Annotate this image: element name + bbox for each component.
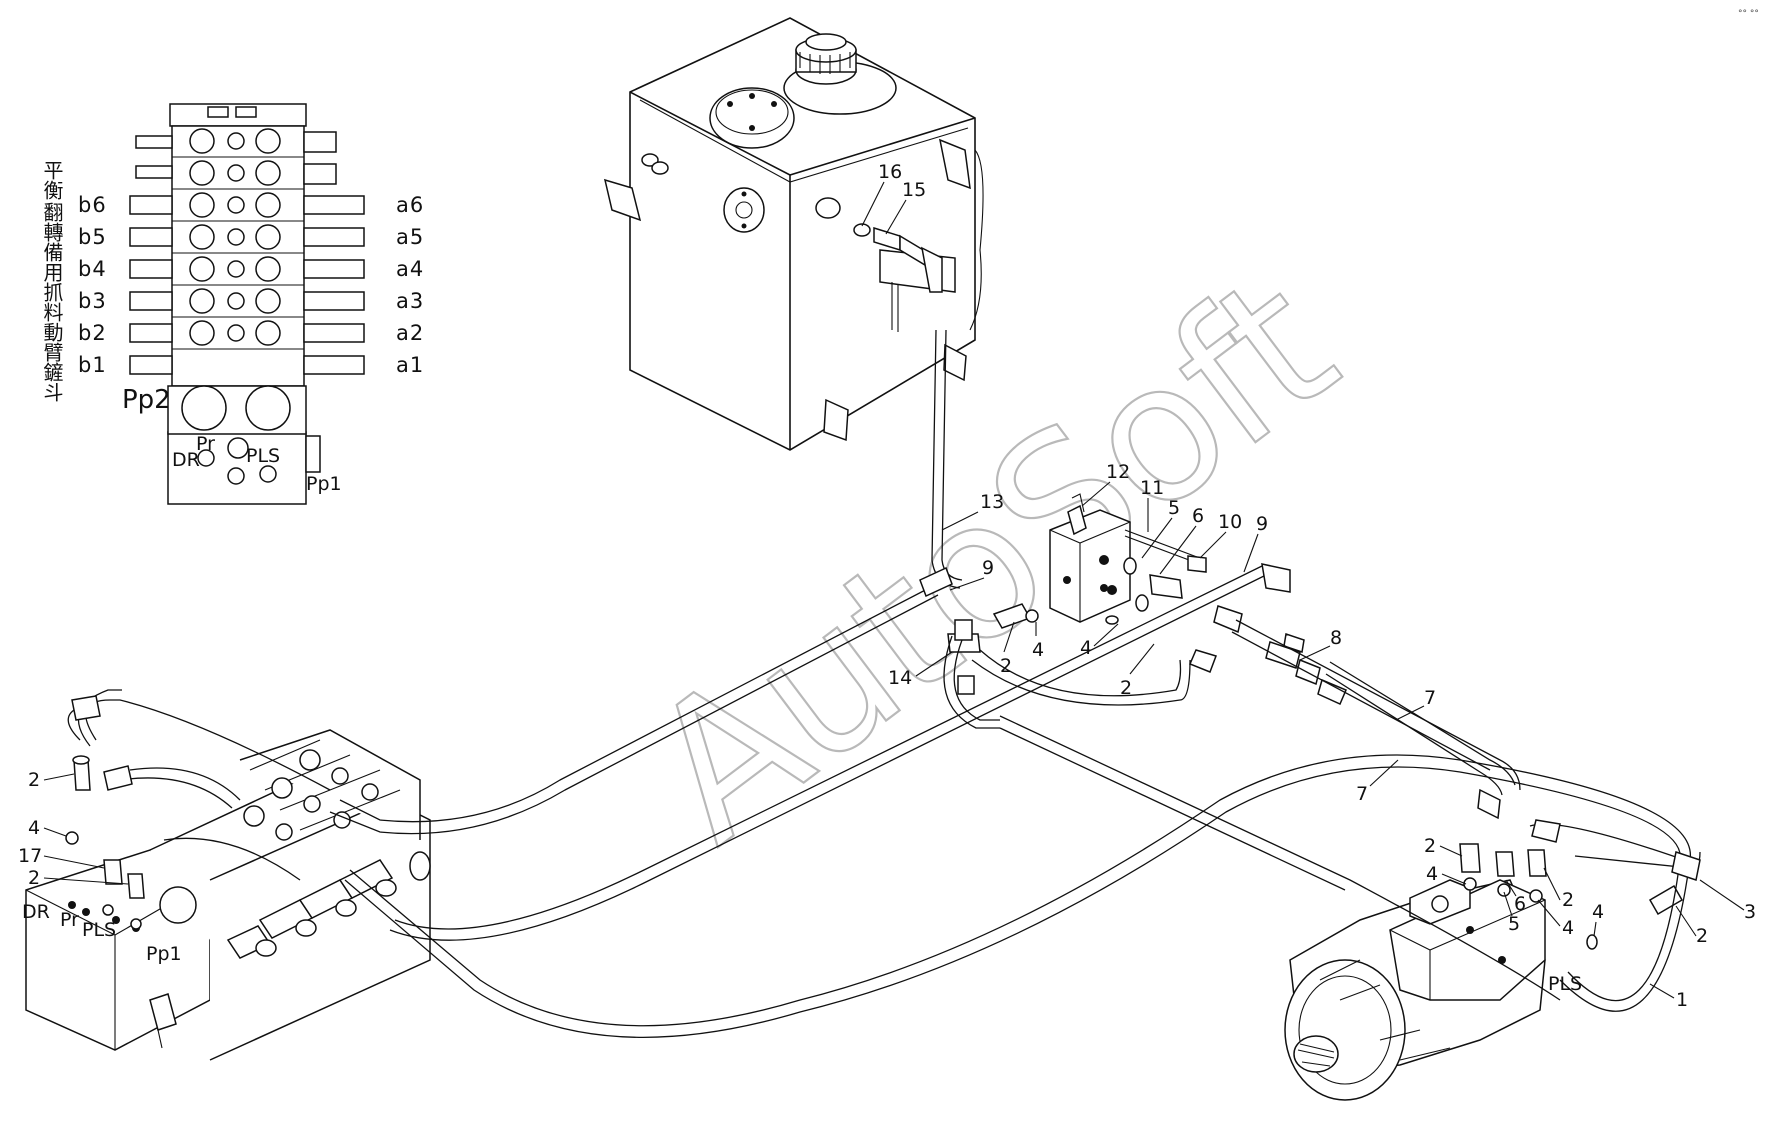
main-valve-label-pp1: Pp1 <box>146 943 182 965</box>
port-label-dr: DR <box>172 449 200 471</box>
port-label-b5: b5 <box>78 225 107 249</box>
callout-4c: 4 <box>28 817 40 839</box>
callout-6a: 6 <box>1192 505 1204 527</box>
filler-cap-icon <box>783 33 897 115</box>
callout-4f: 4 <box>1592 901 1604 923</box>
callout-13: 13 <box>980 491 1004 513</box>
function-label-2: 動臂 <box>40 322 64 363</box>
inspection-cover-icon <box>709 87 795 149</box>
port-label-b4: b4 <box>78 257 107 281</box>
tank-flange-icon <box>723 187 765 233</box>
main-valve-label-pls: PLS <box>82 919 116 941</box>
callout-7a: 7 <box>1424 687 1436 709</box>
port-label-b2: b2 <box>78 321 107 345</box>
callout-3: 3 <box>1744 901 1756 923</box>
port-label-a1: a1 <box>396 353 424 377</box>
port-label-b1: b1 <box>78 353 107 377</box>
callout-2b: 2 <box>1120 677 1132 699</box>
callout-9a: 9 <box>982 557 994 579</box>
callout-15: 15 <box>902 179 926 201</box>
callout-14: 14 <box>888 667 912 689</box>
function-label-5: 翻轉 <box>40 202 64 242</box>
port-label-a4: a4 <box>396 257 424 281</box>
function-label-6: 平衡 <box>40 160 64 200</box>
tank-outlet-fittings <box>815 197 943 293</box>
function-label-4: 備用 <box>40 242 64 282</box>
port-label-b6: b6 <box>78 193 107 217</box>
callout-2g: 2 <box>1696 925 1708 947</box>
callout-5a: 5 <box>1168 497 1180 519</box>
port-label-pr: Pr <box>196 433 215 455</box>
callout-9b: 9 <box>1256 513 1268 535</box>
corner-mark: °° °° <box>1738 9 1759 19</box>
port-label-a3: a3 <box>396 289 424 313</box>
callout-11: 11 <box>1140 477 1164 499</box>
tee-fitting-14 <box>947 603 1039 695</box>
function-labels: 鏟斗 動臂 抓料 備用 翻轉 平衡 <box>40 160 64 402</box>
main-control-valve: DR Pr PLS Pp1 <box>22 729 431 1061</box>
port-label-a6: a6 <box>396 193 424 217</box>
port-label-pp2: Pp2 <box>122 385 171 415</box>
callout-8: 8 <box>1330 627 1342 649</box>
callout-2e: 2 <box>1424 835 1436 857</box>
function-label-3: 抓料 <box>40 282 64 322</box>
callout-17: 17 <box>18 845 42 867</box>
callout-2a: 2 <box>1000 655 1012 677</box>
port-label-pp1: Pp1 <box>306 473 342 495</box>
port-label-a5: a5 <box>396 225 424 249</box>
callout-7b: 7 <box>1356 783 1368 805</box>
callout-5b: 5 <box>1508 913 1520 935</box>
callout-4b: 4 <box>1080 637 1092 659</box>
callout-4e: 4 <box>1562 917 1574 939</box>
port-label-a2: a2 <box>396 321 424 345</box>
callout-2f: 2 <box>1562 889 1574 911</box>
hydraulic-pump: PLS <box>1284 879 1582 1101</box>
main-valve-label-pr: Pr <box>60 909 79 931</box>
function-label-1: 鏟斗 <box>40 362 64 402</box>
main-valve-label-dr: DR <box>22 901 50 923</box>
valve-sections <box>129 128 365 485</box>
port-label-pls: PLS <box>246 445 280 467</box>
callout-1: 1 <box>1676 989 1688 1011</box>
pump-label-pls: PLS <box>1548 973 1582 995</box>
multiway-valve-detail: b6 b5 b4 b3 b2 b1 a6 a5 a4 a3 a2 a1 Pp2 … <box>78 103 424 505</box>
hose-lines <box>67 329 1701 1039</box>
callout-4d: 4 <box>1426 863 1438 885</box>
callout-2c: 2 <box>28 769 40 791</box>
callout-6b: 6 <box>1514 893 1526 915</box>
callout-12: 12 <box>1106 461 1130 483</box>
port-label-b3: b3 <box>78 289 107 313</box>
tee-fitting-8 <box>1189 605 1347 705</box>
relief-valve-block <box>1049 493 1207 625</box>
callout-2d: 2 <box>28 867 40 889</box>
callout-16: 16 <box>878 161 902 183</box>
callout-4a: 4 <box>1032 639 1044 661</box>
pump-fittings <box>1459 843 1684 950</box>
callout-10: 10 <box>1218 511 1242 533</box>
callouts: 16 15 12 13 11 5 6 10 9 9 2 4 4 14 2 8 7… <box>18 161 1756 1011</box>
main-valve-fittings <box>65 755 145 930</box>
hydraulic-tank <box>603 17 984 451</box>
